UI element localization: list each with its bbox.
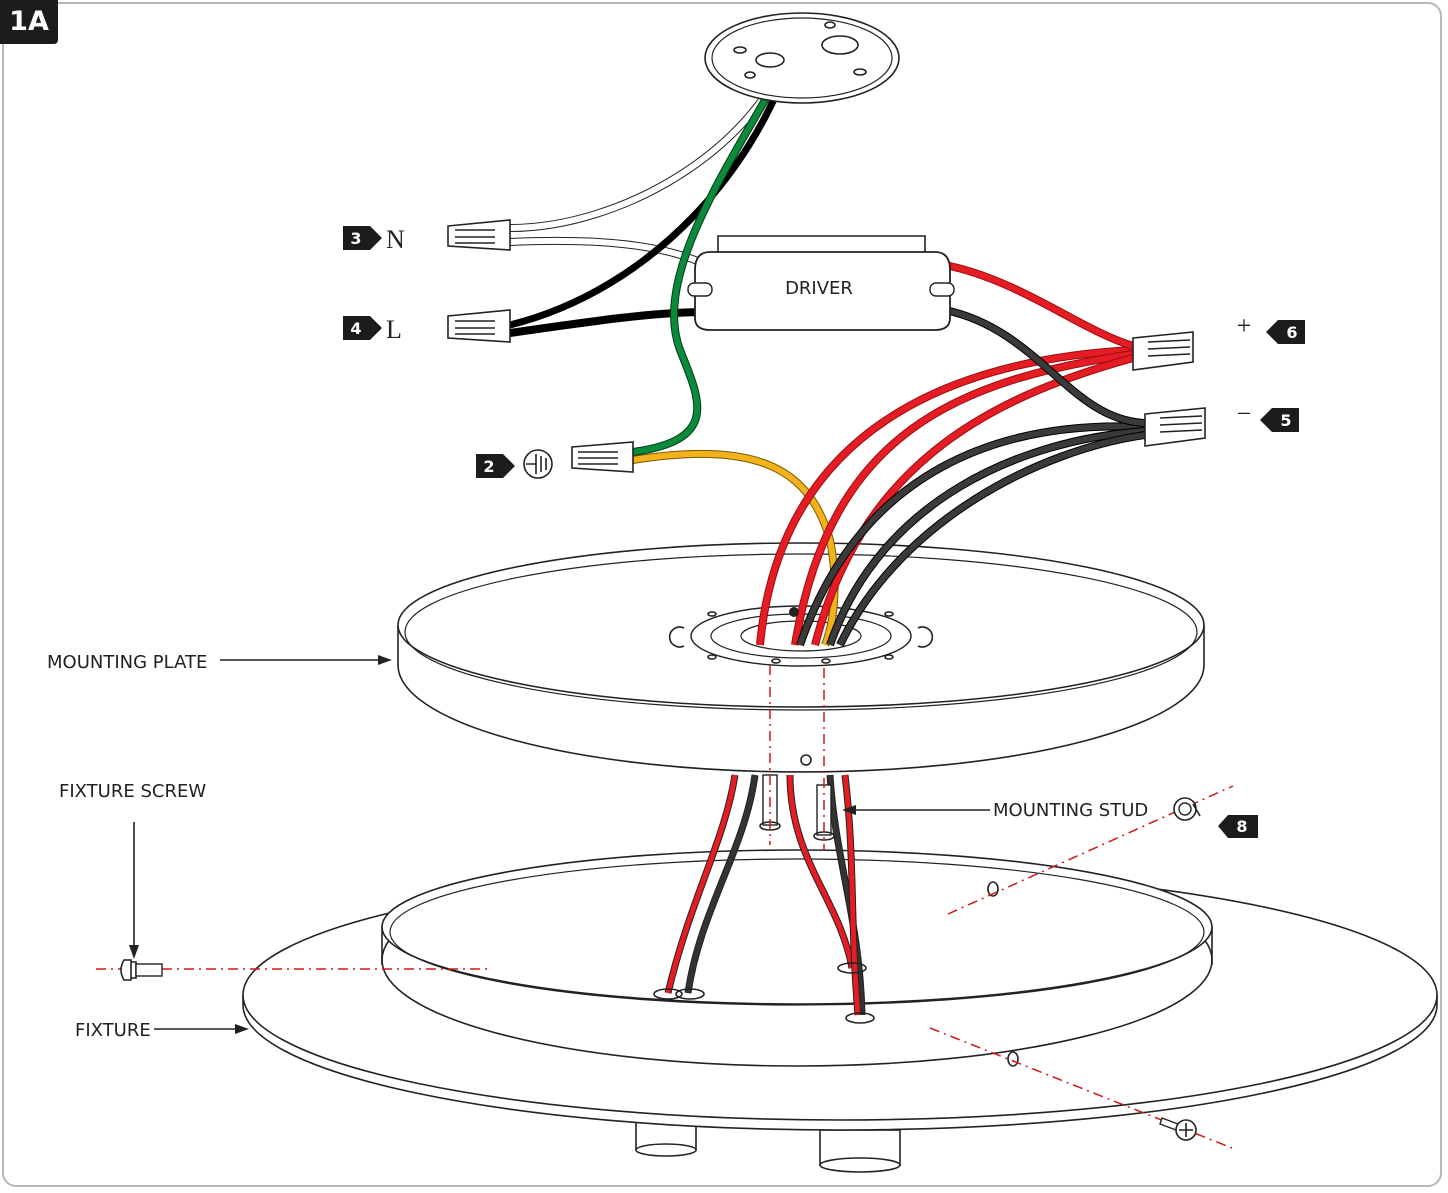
label-mounting-plate: MOUNTING PLATE <box>47 652 392 673</box>
figure-label: 1A <box>0 0 58 44</box>
positive-symbol: + <box>1237 311 1252 340</box>
step-badge <box>1218 815 1258 838</box>
wire-nut-ground <box>571 441 634 473</box>
driver-label: DRIVER <box>785 278 853 299</box>
svg-text:MOUNTING STUD: MOUNTING STUD <box>993 800 1148 821</box>
wire-nut-line <box>447 309 511 343</box>
neutral-symbol: N <box>386 225 405 254</box>
negative-symbol: − <box>1237 399 1252 428</box>
fixture-hole <box>987 881 999 897</box>
lower-wires <box>653 774 875 1024</box>
svg-text:FIXTURE SCREW: FIXTURE SCREW <box>59 781 206 802</box>
svg-text:8: 8 <box>1236 817 1247 836</box>
terminal-ground: 2 <box>476 449 553 479</box>
terminal-negative: − 5 <box>1237 399 1299 432</box>
mounting-plate <box>397 542 1205 773</box>
wire-nut-negative <box>1144 407 1206 447</box>
driver: DRIVER <box>687 235 955 331</box>
junction-box-plate <box>704 12 900 104</box>
fixture-ring-top <box>381 849 1213 1005</box>
step-badge <box>343 226 382 250</box>
step-badge <box>1260 408 1299 432</box>
step-badge <box>1266 320 1305 344</box>
terminal-line: 4 L <box>343 315 402 344</box>
label-mounting-stud: MOUNTING STUD 8 <box>842 800 1258 838</box>
wire-nut-neutral <box>447 219 511 251</box>
svg-text:MOUNTING PLATE: MOUNTING PLATE <box>47 652 207 673</box>
step-badge <box>476 454 515 478</box>
fixture-hole <box>1007 1051 1019 1067</box>
svg-text:3: 3 <box>350 229 361 248</box>
svg-text:5: 5 <box>1280 411 1291 430</box>
svg-text:FIXTURE: FIXTURE <box>75 1020 151 1041</box>
step-badge <box>343 316 382 340</box>
svg-text:2: 2 <box>483 457 494 476</box>
fixture-screw <box>120 959 163 981</box>
label-fixture-screw: FIXTURE SCREW <box>59 781 206 959</box>
terminal-neutral: 3 N <box>343 225 405 254</box>
label-fixture: FIXTURE <box>75 1020 249 1041</box>
terminal-positive: + 6 <box>1237 311 1305 344</box>
ground-symbol-icon <box>523 449 553 479</box>
mounting-stud-screw <box>1173 797 1201 821</box>
bottom-screw <box>1159 1117 1197 1141</box>
svg-text:6: 6 <box>1286 323 1297 342</box>
wire-nut-positive <box>1132 331 1194 371</box>
line-symbol: L <box>386 315 402 344</box>
svg-text:4: 4 <box>350 319 361 338</box>
fixture <box>242 849 1438 1173</box>
